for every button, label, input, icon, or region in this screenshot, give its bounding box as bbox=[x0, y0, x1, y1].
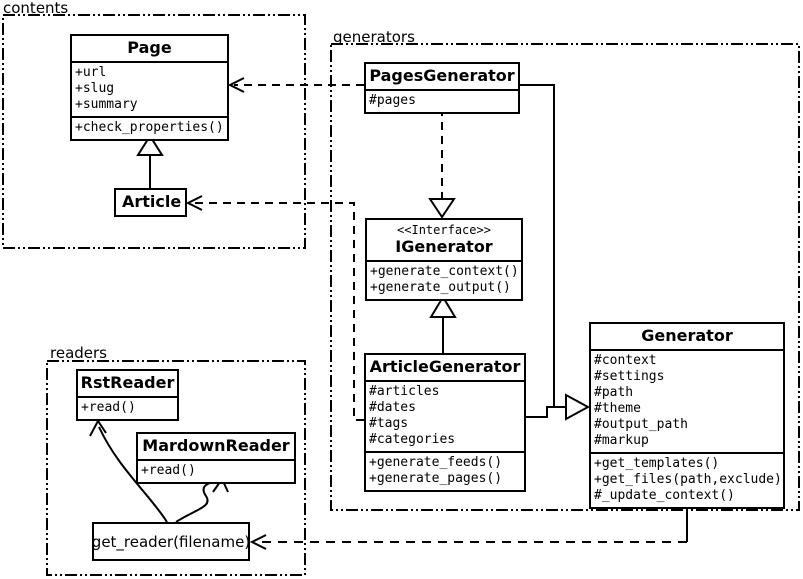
package-frame-generators bbox=[330, 43, 800, 511]
method: +generate_pages() bbox=[369, 471, 503, 486]
method: +generate_context() bbox=[370, 264, 519, 279]
class-title-article: Article bbox=[122, 192, 182, 211]
class-methods-articlegenerator: +generate_feeds() +generate_pages() bbox=[366, 451, 524, 490]
class-box-generator: Generator #context #settings #path #them… bbox=[589, 322, 785, 509]
method: +generate_output() bbox=[370, 280, 511, 295]
class-title-mardownreader: MardownReader bbox=[142, 436, 290, 455]
class-box-articlegenerator: ArticleGenerator #articles #dates #tags … bbox=[364, 353, 526, 492]
class-box-igenerator: <<Interface>> IGenerator +generate_conte… bbox=[365, 218, 523, 301]
attribute: #pages bbox=[369, 93, 416, 108]
method: +check_properties() bbox=[75, 120, 224, 135]
attribute: #dates bbox=[369, 400, 416, 415]
package-frame-contents bbox=[2, 14, 306, 249]
package-frame-readers bbox=[46, 360, 306, 576]
attribute: #categories bbox=[369, 432, 456, 447]
class-stereotype-igenerator: <<Interface>> bbox=[397, 223, 491, 237]
class-title-rstreader: RstReader bbox=[80, 373, 175, 392]
attribute: #path bbox=[594, 385, 634, 400]
attribute: +summary bbox=[75, 97, 138, 112]
class-box-mardownreader: MardownReader +read() bbox=[136, 432, 296, 484]
class-box-article: Article bbox=[114, 188, 187, 217]
edge-articlegenerator-to-igenerator-generalization bbox=[429, 295, 457, 353]
class-attributes-articlegenerator: #articles #dates #tags #categories bbox=[366, 380, 524, 451]
function-box-get-reader: get_reader(filename) bbox=[92, 522, 250, 561]
class-attributes-page: +url +slug +summary bbox=[72, 61, 227, 116]
method: #_update_context() bbox=[594, 488, 735, 503]
class-methods-igenerator: +generate_context() +generate_output() bbox=[367, 260, 521, 299]
method: +read() bbox=[141, 463, 196, 478]
package-label-contents: contents bbox=[3, 0, 69, 17]
edge-article-to-page-generalization bbox=[136, 134, 164, 188]
class-title-pagesgenerator: PagesGenerator bbox=[369, 66, 515, 85]
class-title-generator: Generator bbox=[641, 326, 733, 345]
class-methods-page: +check_properties() bbox=[72, 116, 227, 139]
class-title-articlegenerator: ArticleGenerator bbox=[369, 357, 521, 376]
attribute: #markup bbox=[594, 433, 649, 448]
attribute: #articles bbox=[369, 384, 440, 399]
method: +get_files(path,exclude) bbox=[594, 472, 782, 487]
class-box-page: Page +url +slug +summary +check_properti… bbox=[70, 34, 229, 141]
edge-articlegenerator-to-article-dependency bbox=[185, 195, 364, 421]
class-title-page: Page bbox=[127, 38, 172, 57]
method: +generate_feeds() bbox=[369, 455, 503, 470]
edge-getreader-to-rstreader bbox=[89, 419, 168, 523]
class-box-pagesgenerator: PagesGenerator #pages bbox=[364, 62, 520, 114]
class-methods-mardownreader: +read() bbox=[138, 459, 294, 482]
function-label-get-reader: get_reader(filename) bbox=[91, 532, 251, 551]
class-title-igenerator: IGenerator bbox=[395, 237, 493, 256]
generalization-arrowhead-generator bbox=[565, 393, 591, 421]
edge-pagesgenerator-to-page-dependency bbox=[227, 77, 364, 93]
attribute: #output_path bbox=[594, 417, 688, 432]
method: +read() bbox=[81, 400, 136, 415]
class-box-rstreader: RstReader +read() bbox=[76, 369, 179, 421]
edge-pagesgenerator-to-igenerator-realization bbox=[428, 108, 456, 219]
attribute: #tags bbox=[369, 416, 409, 431]
class-methods-generator: +get_templates() +get_files(path,exclude… bbox=[591, 452, 783, 507]
method: +get_templates() bbox=[594, 456, 720, 471]
attribute: +url bbox=[75, 65, 107, 80]
edge-getreader-to-mardownreader bbox=[175, 476, 229, 523]
class-methods-rstreader: +read() bbox=[78, 396, 177, 419]
attribute: #settings bbox=[594, 369, 665, 384]
class-attributes-generator: #context #settings #path #theme #output_… bbox=[591, 349, 783, 452]
attribute: +slug bbox=[75, 81, 115, 96]
class-attributes-pagesgenerator: #pages bbox=[366, 89, 518, 112]
edge-pagesgenerator-to-generator-generalization bbox=[520, 84, 567, 408]
attribute: #context bbox=[594, 353, 657, 368]
package-label-readers: readers bbox=[50, 344, 107, 362]
package-label-generators: generators bbox=[333, 28, 415, 46]
edge-articlegenerator-to-generator-generalization bbox=[526, 406, 567, 418]
attribute: #theme bbox=[594, 401, 641, 416]
